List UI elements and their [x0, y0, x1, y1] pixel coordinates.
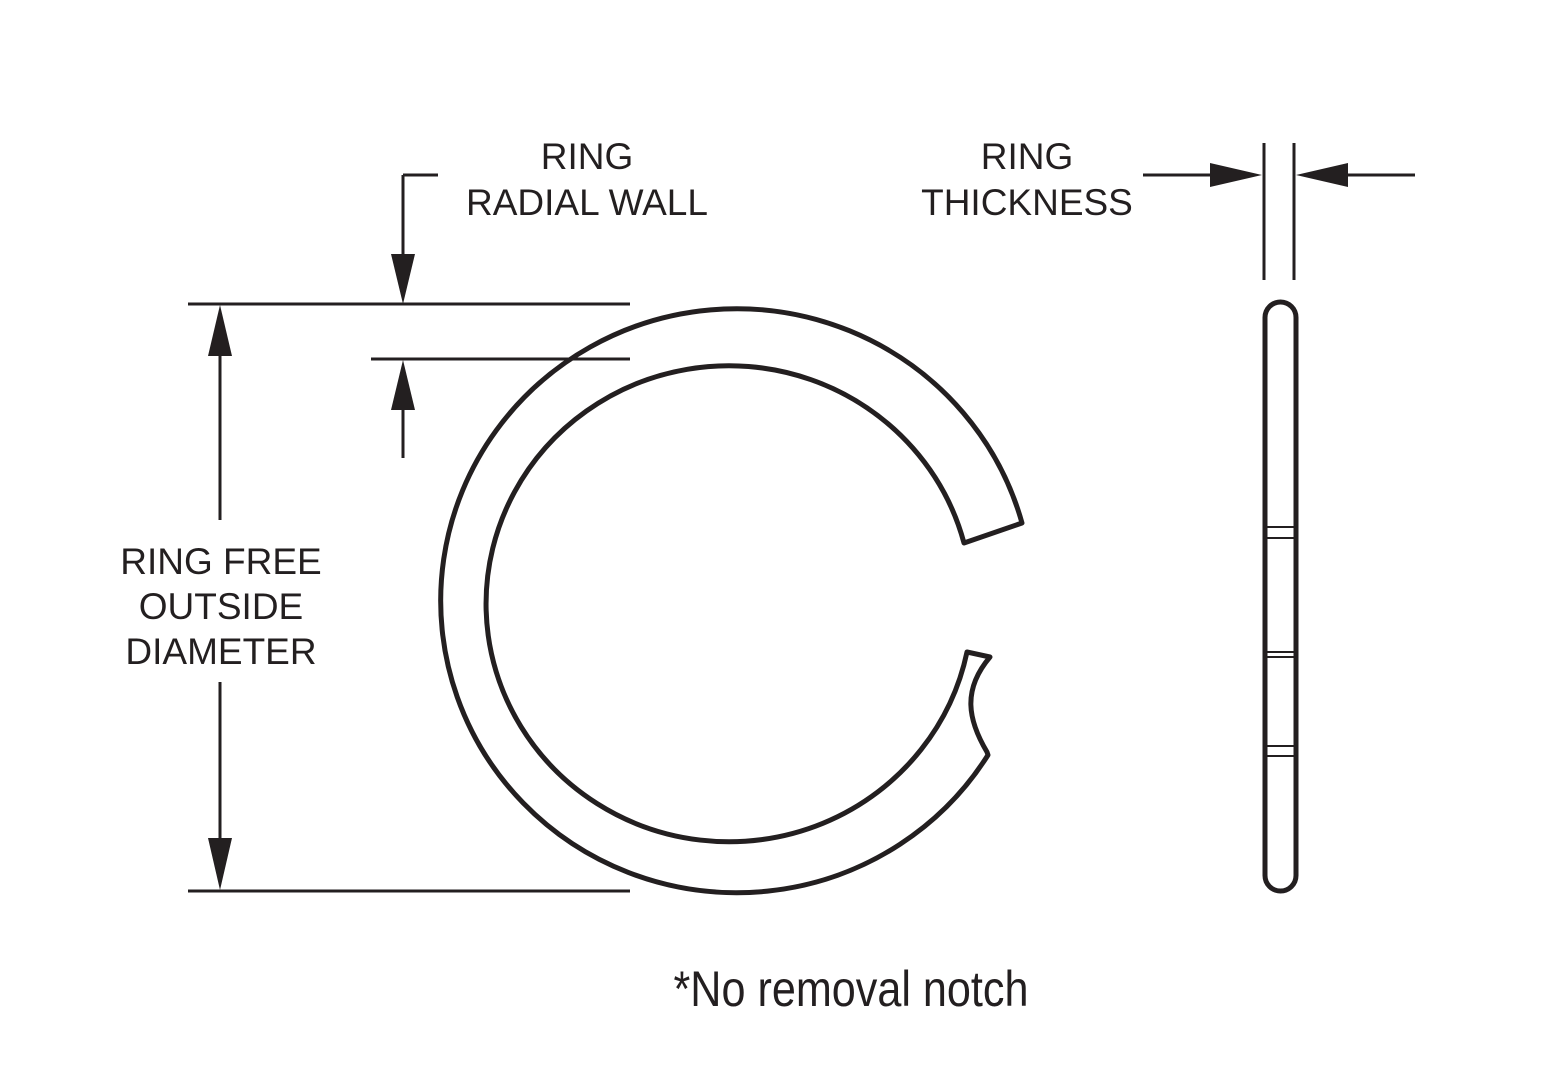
radial-wall-label-line-1: RING: [541, 136, 634, 177]
thickness-arrow-left: [1296, 163, 1348, 187]
diameter-arrow-down: [208, 838, 232, 890]
thickness-arrow-right: [1210, 163, 1262, 187]
ring-front-view: [438, 306, 1025, 896]
outside-diameter-dimension: RING FREE OUTSIDE DIAMETER: [120, 305, 630, 893]
footnote: *No removal notch: [674, 961, 1029, 1017]
radial-wall-label-line-2: RADIAL WALL: [466, 182, 708, 223]
ring-side-view: [1262, 299, 1299, 894]
diameter-arrow-up: [208, 305, 232, 356]
diameter-label-line-1: RING FREE: [120, 541, 321, 582]
thickness-label-line-1: RING: [981, 136, 1074, 177]
diameter-label-line-2: OUTSIDE: [139, 586, 303, 627]
thickness-label-line-2: THICKNESS: [921, 182, 1133, 223]
radial-wall-label: RING RADIAL WALL: [466, 136, 708, 223]
ring-side-outline: [1262, 299, 1299, 894]
thickness-label: RING THICKNESS: [921, 136, 1133, 223]
radial-wall-dimension: [188, 173, 630, 458]
radial-wall-arrow-down: [391, 254, 415, 304]
diameter-label-line-3: DIAMETER: [125, 631, 316, 672]
thickness-dimension: [1143, 143, 1415, 280]
radial-wall-arrow-up: [391, 360, 415, 410]
